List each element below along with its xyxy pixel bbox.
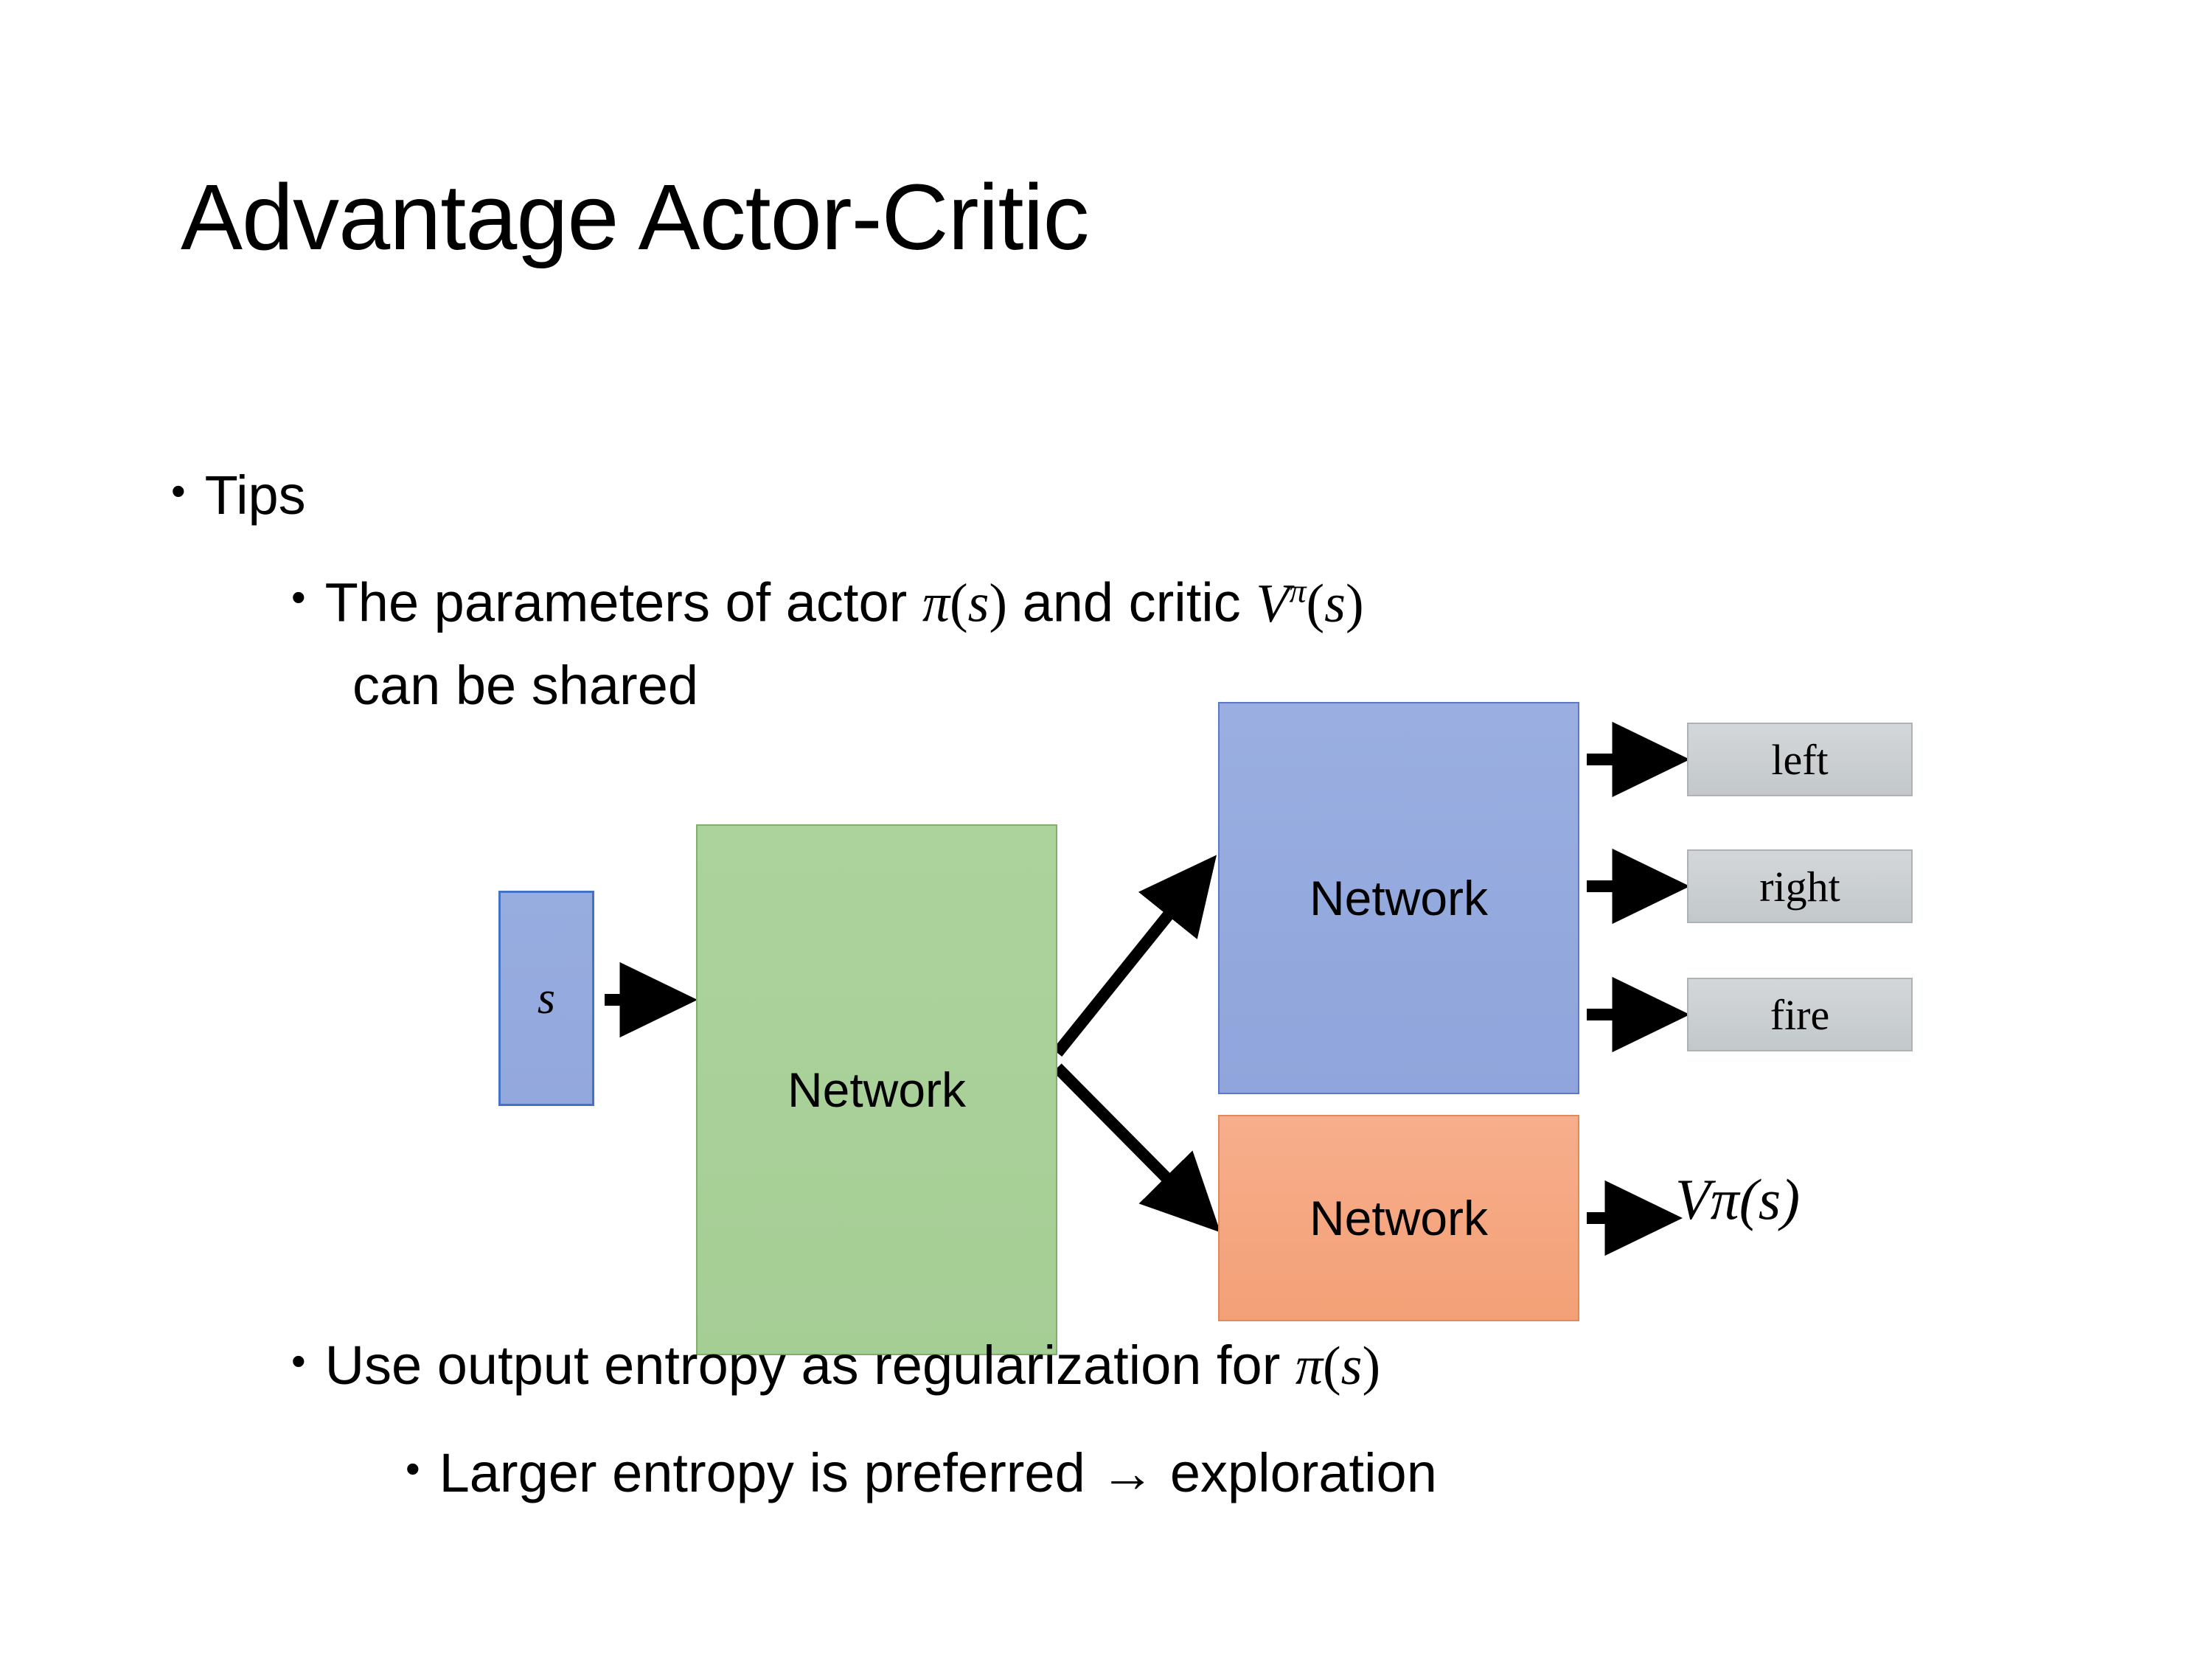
input-state-box: s [498,891,594,1106]
action-label-fire: fire [1770,990,1830,1039]
bullet-marker-icon: • [171,467,186,514]
text-and-critic: and critic [1007,571,1256,633]
bullet-entropy-regularization: • Use output entropy as regularization f… [291,1336,1380,1397]
actor-network-box: Network [1218,702,1579,1094]
input-state-label: s [537,973,556,1023]
bullet-marker-icon: • [291,574,306,620]
critic-value-output: Vπ(s) [1675,1166,1800,1233]
text-use-output-entropy: Use output entropy as regularization for [324,1335,1295,1396]
critic-value-superscript: π [1710,1167,1739,1231]
bullet-tips-label: Tips [204,465,306,526]
bullet-shared-parameters-line2: can be shared [352,655,699,716]
math-v-pi-of-s: Vπ(s) [1256,571,1364,634]
shared-network-box: Network [696,824,1057,1355]
actor-network-label: Network [1309,871,1489,925]
bullet-larger-entropy-label: Larger entropy is preferred → exploratio… [439,1442,1437,1503]
critic-network-label: Network [1309,1191,1489,1245]
bullet-shared-parameters: • The parameters of actor π(s) and criti… [291,572,1364,634]
action-box-fire: fire [1687,978,1913,1051]
critic-value-args: (s) [1739,1167,1801,1231]
critic-value-symbol: V [1675,1167,1711,1231]
math-v-symbol: V [1256,573,1290,634]
text-the-parameters-of-actor: The parameters of actor [324,571,922,633]
critic-network-box: Network [1218,1115,1579,1321]
shared-network-label: Network [787,1062,967,1117]
math-pi-args: (s) [1322,1336,1381,1397]
math-pi-symbol: π [922,573,950,634]
action-box-right: right [1687,849,1913,923]
bullet-entropy-regularization-label: Use output entropy as regularization for… [325,1336,1381,1397]
math-pi-args: (s) [949,573,1008,634]
bullet-marker-icon: • [291,1338,306,1384]
action-label-left: left [1771,735,1829,784]
arrow-shared-to-critic [1053,1063,1221,1233]
action-box-left: left [1687,723,1913,796]
math-pi-symbol: π [1295,1336,1323,1397]
bullet-tips: • Tips [171,466,306,525]
bullet-larger-entropy: • Larger entropy is preferred → explorat… [406,1444,1437,1503]
page-title: Advantage Actor-Critic [181,165,1090,269]
math-v-superscript: π [1289,571,1307,609]
bullet-shared-parameters-label: The parameters of actor π(s) and critic … [325,572,1364,634]
math-pi-of-s: π(s) [922,574,1007,634]
arrow-shared-to-actor [1052,855,1217,1057]
bullet-marker-icon: • [406,1445,420,1492]
math-pi-of-s-entropy: π(s) [1295,1336,1380,1397]
math-v-args: (s) [1306,573,1364,634]
action-label-right: right [1759,862,1840,911]
